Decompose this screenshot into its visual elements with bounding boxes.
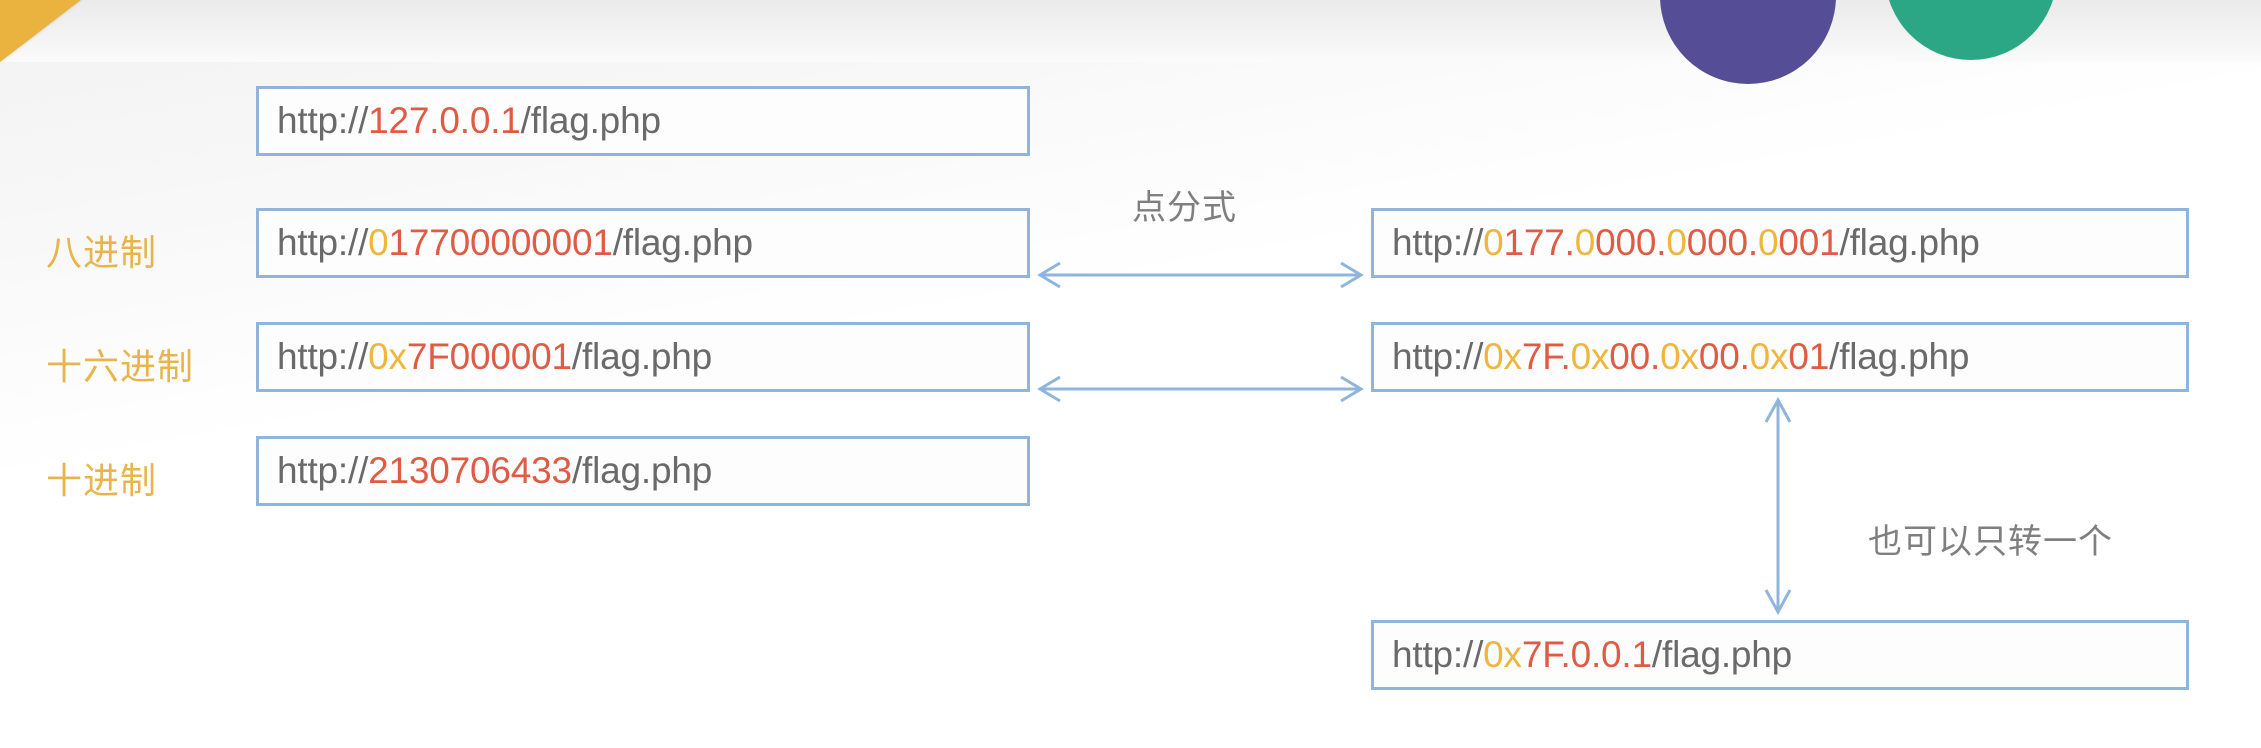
url-segment-gold: 0x	[1570, 336, 1610, 377]
url-segment-red: 7F.	[1521, 336, 1571, 377]
arrow-hex-link-icon	[1030, 373, 1371, 405]
url-segment-red: 00.	[1698, 336, 1750, 377]
teal-circle-decoration	[1885, 0, 2057, 60]
arrow-octal-link-icon	[1030, 259, 1371, 291]
url-segment-plain: /flag.php	[1651, 634, 1793, 675]
url-segment-red: 127.0.0.1	[368, 100, 521, 141]
url-segment-plain: /flag.php	[612, 222, 753, 263]
url-segment-gold: 0x	[1483, 634, 1522, 675]
url-segment-plain: http://	[277, 336, 369, 377]
annotation-partial-convert: 也可以只转一个	[1868, 523, 2113, 561]
label-decimal: 十进制	[46, 460, 158, 501]
url-segment-plain: /flag.php	[571, 336, 713, 377]
url-segment-plain: http://	[1392, 336, 1484, 377]
url-segment-gold: 0	[1757, 222, 1779, 263]
url-segment-red: 000.	[1595, 222, 1667, 263]
url-segment-gold: 0x	[368, 336, 407, 377]
url-segment-plain: /flag.php	[571, 450, 713, 491]
url-segment-red: 000.	[1686, 222, 1758, 263]
label-octal: 八进制	[46, 232, 158, 273]
url-segment-plain: /flag.php	[1829, 336, 1970, 377]
url-segment-gold: 0	[1483, 222, 1504, 263]
annotation-dotted-form: 点分式	[1132, 189, 1237, 227]
url-segment-red: 7F.0.0.1	[1521, 634, 1652, 675]
url-segment-red: 01	[1788, 336, 1830, 377]
url-segment-plain: http://	[277, 100, 369, 141]
url-segment-gold: 0x	[1483, 336, 1522, 377]
url-segment-plain: http://	[277, 450, 369, 491]
url-segment-red: 7F000001	[406, 336, 572, 377]
url-segment-gold: 0	[1574, 222, 1596, 263]
url-segment-red: 2130706433	[368, 450, 572, 491]
url-segment-plain: http://	[1392, 222, 1484, 263]
url-segment-gold: 0x	[1749, 336, 1789, 377]
url-segment-red: 177.	[1503, 222, 1575, 263]
url-segment-plain: http://	[277, 222, 369, 263]
url-segment-red: 00.	[1609, 336, 1661, 377]
arrow-partial-link-icon	[1762, 392, 1794, 620]
label-hexadecimal: 十六进制	[46, 346, 195, 387]
url-segment-plain: /flag.php	[1839, 222, 1980, 263]
url-segment-red: 17700000001	[388, 222, 613, 263]
purple-circle-decoration	[1660, 0, 1836, 84]
corner-gold-triangle-decoration	[0, 0, 86, 62]
url-segment-plain: http://	[1392, 634, 1484, 675]
url-box-dotted-decimal: http://127.0.0.1/flag.php	[256, 86, 1030, 156]
url-segment-red: 001	[1778, 222, 1840, 263]
url-segment-gold: 0	[1666, 222, 1687, 263]
url-box-decimal-plain: http://2130706433/flag.php	[256, 436, 1030, 506]
url-segment-gold: 0x	[1660, 336, 1699, 377]
url-segment-plain: /flag.php	[520, 100, 661, 141]
url-segment-gold: 0	[368, 222, 389, 263]
